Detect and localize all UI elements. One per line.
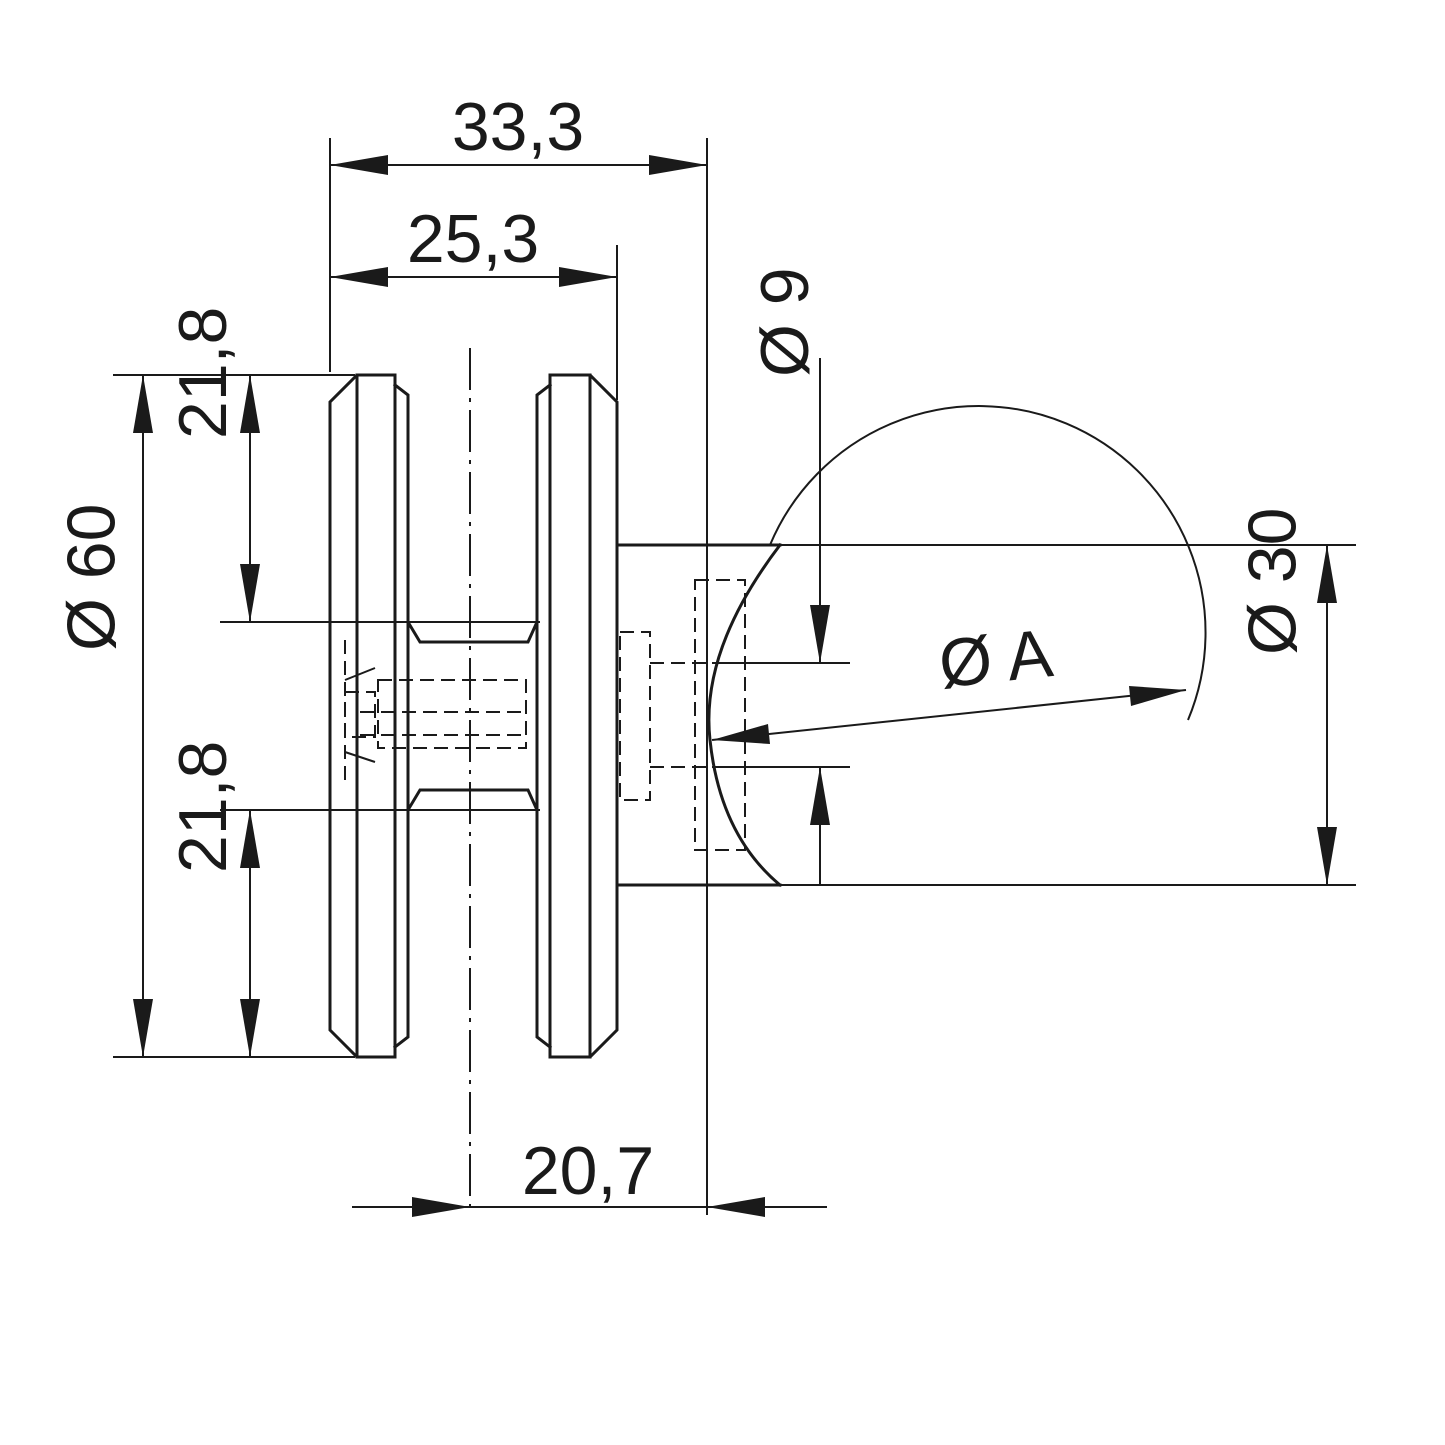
dim-post-arc <box>711 686 1187 744</box>
hidden-bolt <box>344 640 528 785</box>
label-post-arc: Ø A <box>935 615 1056 703</box>
dim-overall-width <box>330 155 707 175</box>
label-centerline-offset: 20,7 <box>522 1133 654 1209</box>
clamp-web <box>405 619 539 813</box>
left-disc <box>328 373 410 1059</box>
dim-post-diameter <box>1317 545 1337 885</box>
label-post-diameter: Ø 30 <box>1234 508 1310 655</box>
dim-lower-offset <box>240 810 260 1057</box>
label-upper-offset: 21,8 <box>165 307 241 439</box>
dim-disc-diameter <box>133 375 153 1057</box>
dim-hole-diameter <box>810 358 830 885</box>
label-overall-width: 33,3 <box>452 89 584 165</box>
label-disc-width: 25,3 <box>407 201 539 277</box>
label-lower-offset: 21,8 <box>165 741 241 873</box>
post-arc <box>769 404 1207 721</box>
label-disc-diameter: Ø 60 <box>53 504 129 651</box>
dim-disc-width <box>330 267 617 287</box>
dim-centerline-offset <box>352 1197 827 1217</box>
extension-lines <box>113 138 1356 1215</box>
right-disc <box>535 373 619 1059</box>
label-hole-diameter: Ø 9 <box>747 267 823 377</box>
post-stub <box>615 542 783 888</box>
dim-upper-offset <box>240 375 260 622</box>
